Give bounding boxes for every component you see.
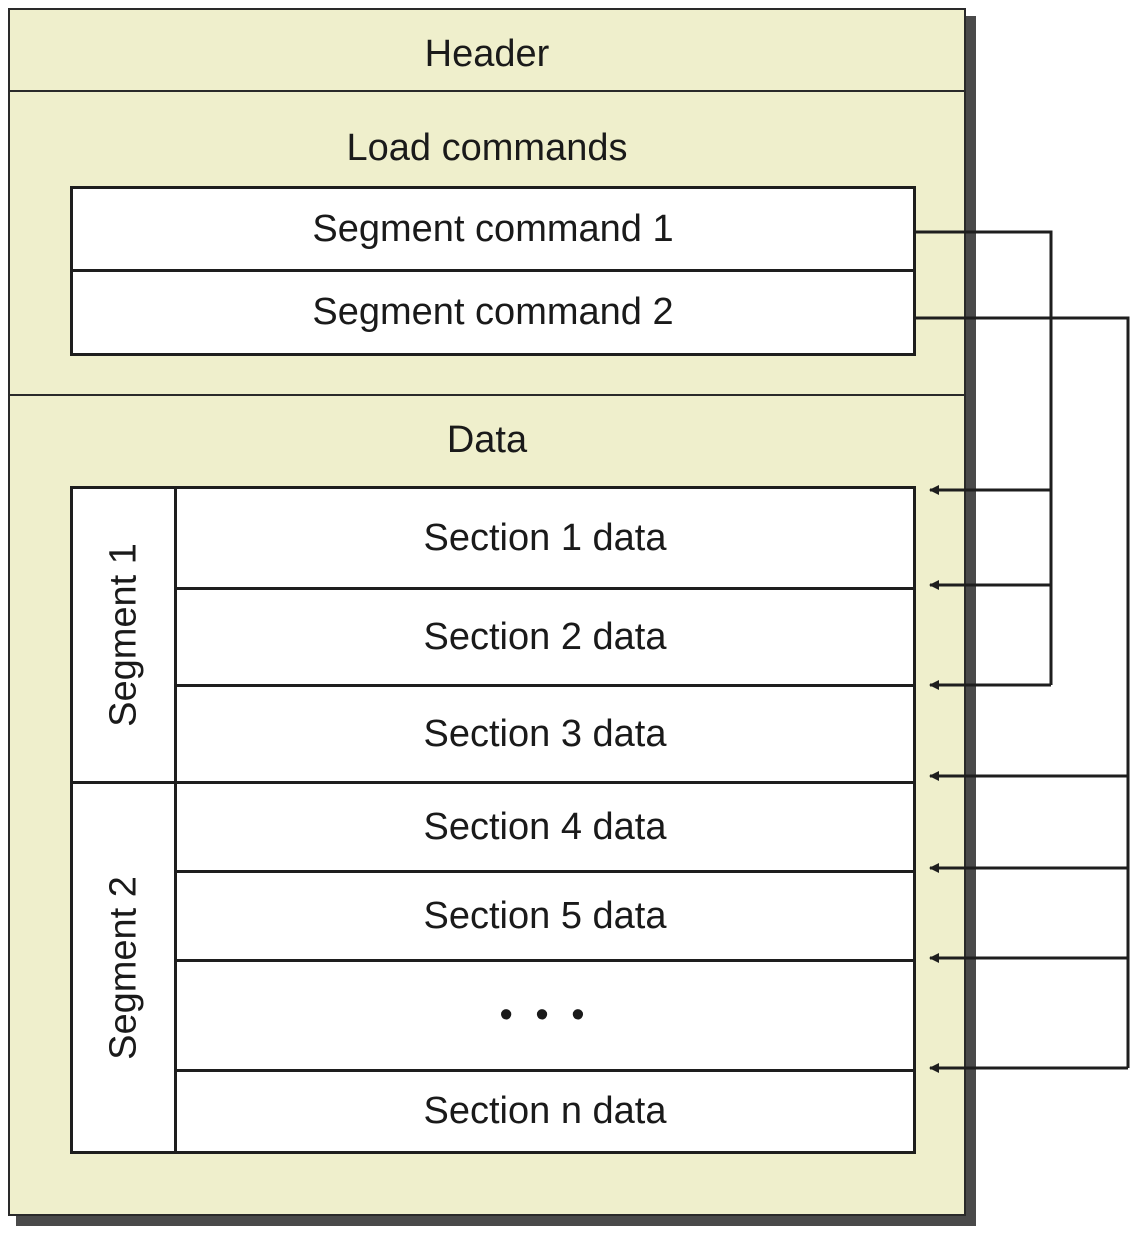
segment-1-label: Segment 1 xyxy=(102,543,144,727)
section-2-data: Section 2 data xyxy=(177,587,913,684)
load-commands-title: Load commands xyxy=(346,127,628,169)
data-title: Data xyxy=(446,419,528,461)
segment-2-label: Segment 2 xyxy=(102,875,144,1060)
section-n-data: Section n data xyxy=(177,1069,913,1151)
segment-command-2: Segment command 2 xyxy=(73,269,913,353)
segment-2-column: Segment 2 xyxy=(73,781,177,1151)
header-divider xyxy=(10,90,964,92)
mach-o-file: Header Load commands Segment command 1 S… xyxy=(8,8,966,1216)
sections-column: Section 1 data Section 2 data Section 3 … xyxy=(177,489,913,1151)
section-ellipsis: • • • xyxy=(177,959,913,1069)
load-commands-divider xyxy=(10,394,964,396)
data-box: Segment 1 Segment 2 Section 1 data Secti… xyxy=(70,486,916,1154)
section-5-data: Section 5 data xyxy=(177,870,913,959)
segment-1-column: Segment 1 xyxy=(73,489,177,781)
section-4-data: Section 4 data xyxy=(177,781,913,870)
load-commands-box: Segment command 1 Segment command 2 xyxy=(70,186,916,356)
section-3-data: Section 3 data xyxy=(177,684,913,781)
header-label: Header xyxy=(424,33,550,75)
segment-command-1: Segment command 1 xyxy=(312,207,674,250)
section-1-data: Section 1 data xyxy=(423,516,667,559)
